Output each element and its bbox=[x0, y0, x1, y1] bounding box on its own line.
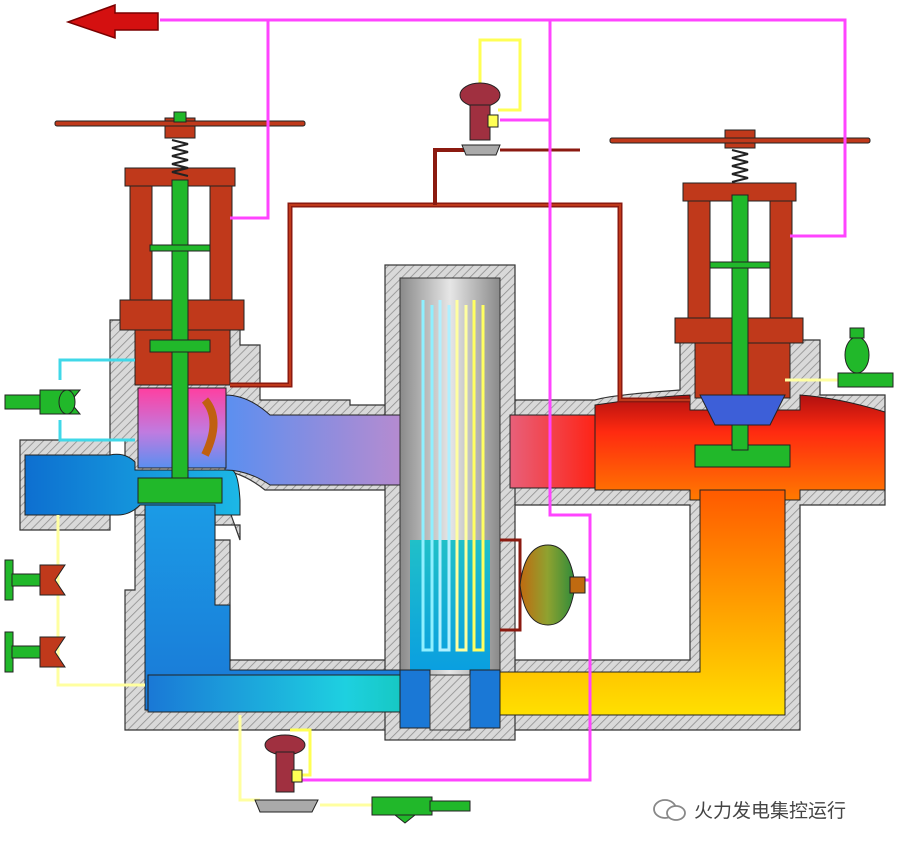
outlet-check-valve-icon bbox=[371, 796, 471, 824]
pressure-control-valve-icon bbox=[459, 82, 501, 156]
exhaust-arrow-icon bbox=[65, 3, 159, 40]
accumulator-icon bbox=[519, 544, 586, 626]
drain-valve-icon bbox=[4, 389, 82, 415]
drain-valve-lower-2-icon bbox=[4, 631, 66, 673]
watermark: 火力发电集控运行 bbox=[652, 796, 846, 823]
drain-valve-lower-1-icon bbox=[4, 559, 66, 601]
bottom-control-valve-icon bbox=[254, 734, 319, 813]
left-valve-disc bbox=[137, 477, 223, 504]
hot-duct bbox=[509, 414, 601, 489]
right-side-valve-icon bbox=[837, 327, 894, 388]
right-main-valve bbox=[609, 129, 871, 468]
u-tube-bundle bbox=[421, 300, 485, 652]
cold-bottom-duct bbox=[147, 674, 431, 713]
wechat-icon bbox=[653, 798, 686, 821]
left-main-valve bbox=[54, 111, 306, 504]
watermark-text: 火力发电集控运行 bbox=[694, 800, 847, 822]
right-handwheel-bar bbox=[609, 137, 871, 144]
